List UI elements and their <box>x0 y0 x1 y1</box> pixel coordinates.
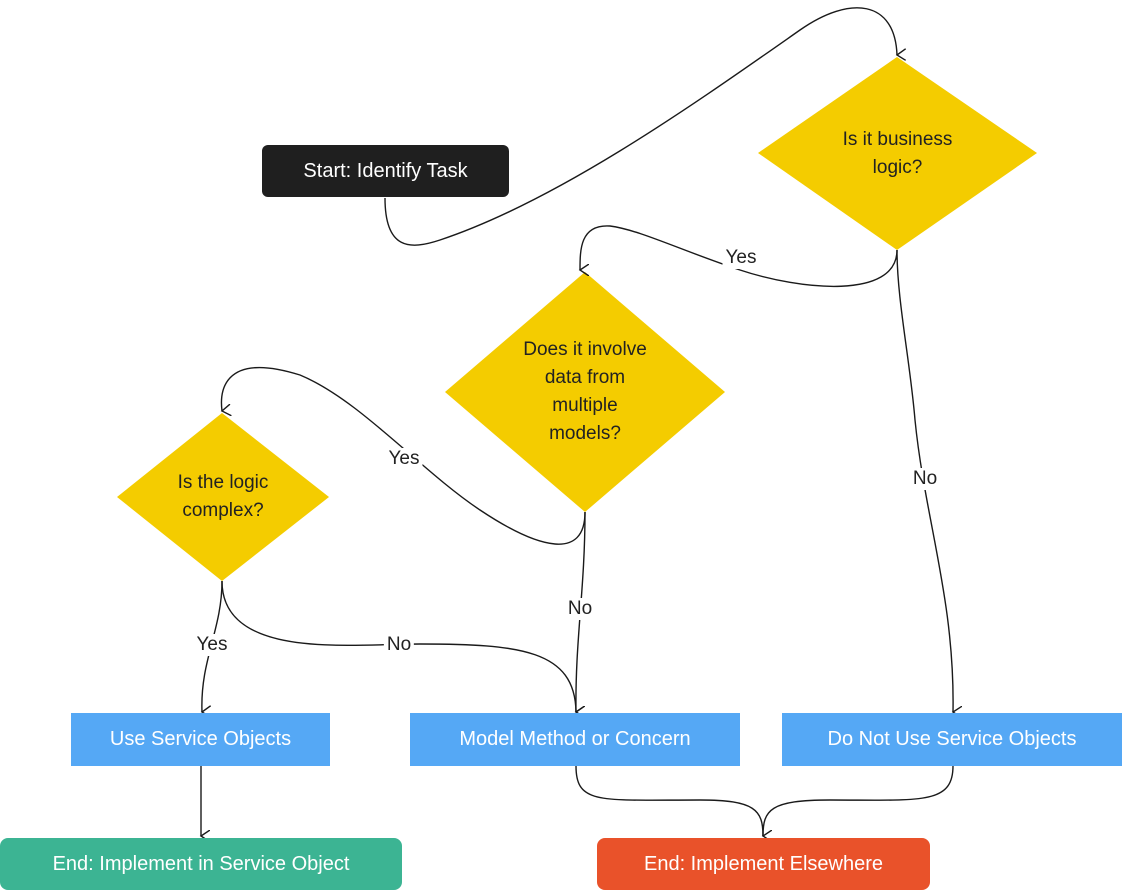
do-not-use-service-objects-node: Do Not Use Service Objects <box>782 713 1122 766</box>
end-service-object-node: End: Implement in Service Object <box>0 838 402 890</box>
start-node-label: Start: Identify Task <box>303 159 468 182</box>
edge-label-business-yes: Yes <box>722 247 760 269</box>
decision-complex: Is the logic complex? <box>165 466 281 528</box>
use-service-objects-label: Use Service Objects <box>109 728 292 750</box>
edge-start-to-business <box>384 7 897 246</box>
edge-complex-no <box>221 580 576 712</box>
decision-models: Does it involve data from multiple model… <box>515 334 655 450</box>
model-method-label: Model Method or Concern <box>459 728 691 750</box>
decision-complex-label: Is the logic complex? <box>177 472 269 521</box>
do-not-use-service-objects-label: Do Not Use Service Objects <box>827 728 1077 750</box>
decision-complex-shape <box>117 413 329 581</box>
decision-business-label: Is it business logic? <box>842 129 953 178</box>
decision-business: Is it business logic? <box>825 113 970 195</box>
edge-label-models-yes: Yes <box>385 448 423 470</box>
end-service-object-label: End: Implement in Service Object <box>52 852 350 875</box>
edge-label-models-no: No <box>564 598 596 620</box>
edge-do-not-use-to-end <box>762 765 954 837</box>
edge-label-business-no: No <box>909 468 941 490</box>
decision-models-shape <box>445 272 725 512</box>
edge-label-complex-yes: Yes <box>193 634 231 656</box>
end-elsewhere-node: End: Implement Elsewhere <box>597 838 930 890</box>
edge-label-complex-no: No <box>383 634 415 656</box>
use-service-objects-node: Use Service Objects <box>71 713 330 766</box>
end-elsewhere-label: End: Implement Elsewhere <box>643 852 883 875</box>
edge-business-yes <box>580 225 898 288</box>
decision-models-label: Does it involve data from multiple model… <box>523 339 647 444</box>
decision-business-shape <box>758 57 1037 250</box>
edge-models-yes <box>221 366 586 545</box>
start-node: Start: Identify Task <box>262 145 509 197</box>
model-method-node: Model Method or Concern <box>410 713 740 766</box>
edge-business-no <box>896 249 953 712</box>
edge-model-method-to-end <box>575 765 763 836</box>
